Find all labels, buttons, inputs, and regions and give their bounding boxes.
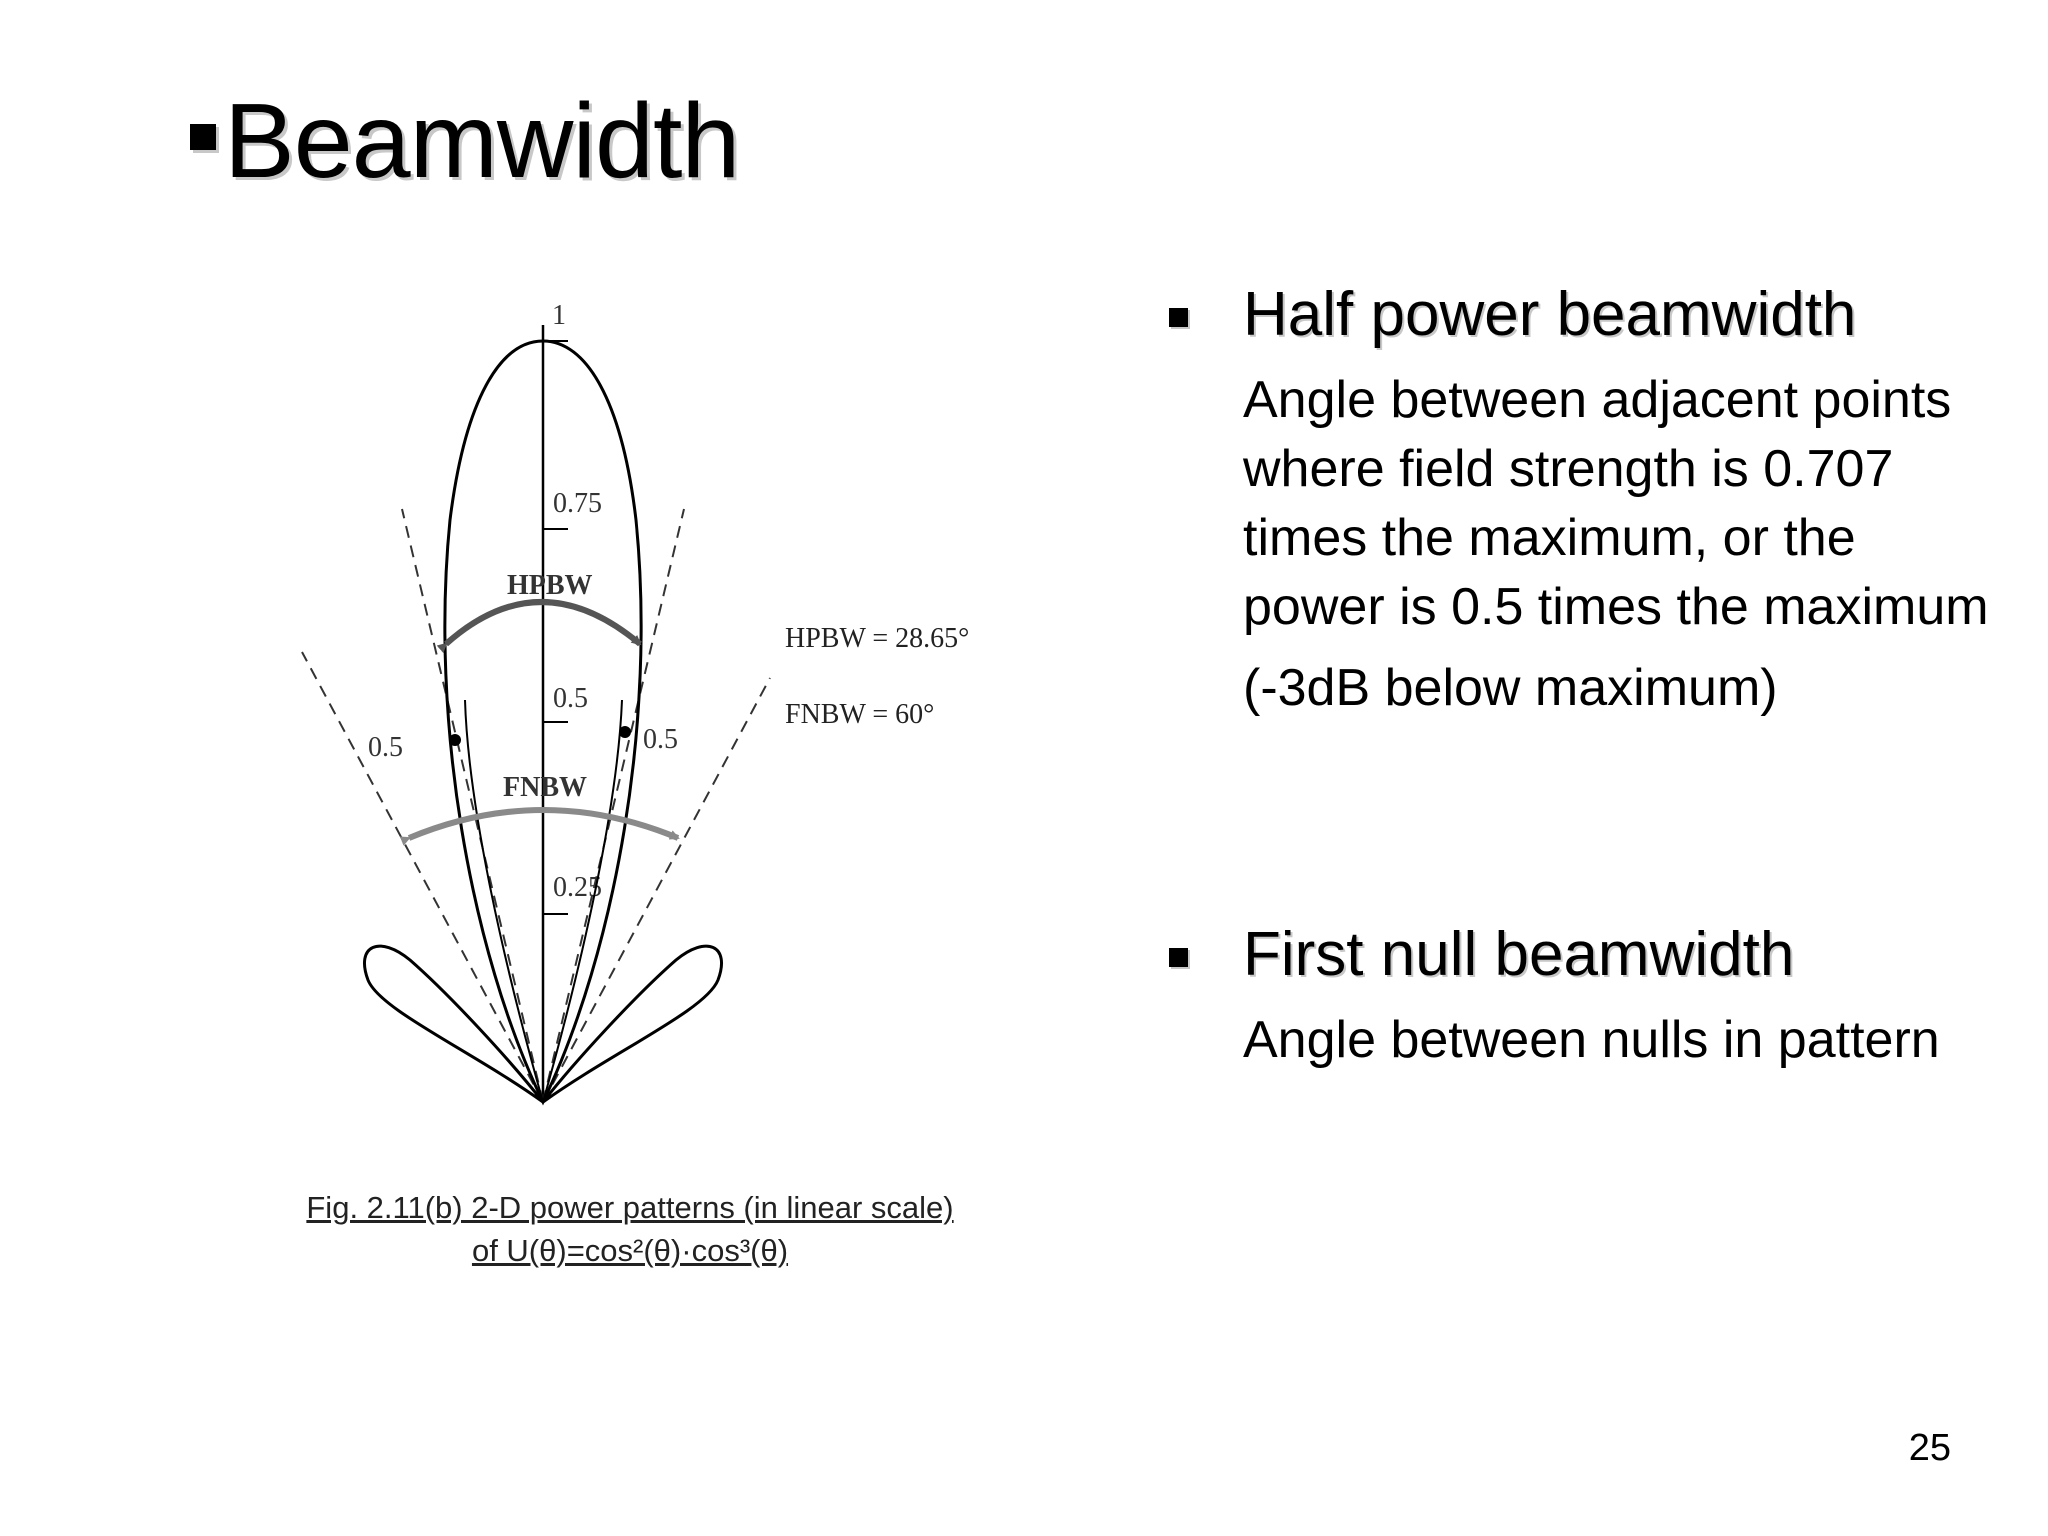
tick-label-1: 1 [552,300,566,331]
left-side-lobe [362,944,545,1104]
fnbw-dashed-line-left [301,651,544,1103]
caption-line-1: Fig. 2.11(b) 2-D power patterns (in line… [306,1190,954,1225]
hpbw-arrow [436,599,642,654]
hpbw-value: HPBW = 28.65° [785,623,969,654]
half-power-point-right [619,726,631,738]
tick-label-075: 0.75 [553,488,602,519]
hpbw-dashed-line-right [542,508,685,1103]
page-number: 25 [1908,1427,1951,1469]
hpbw-dashed-line-left [401,508,544,1103]
inner-lobe-contour [464,699,623,1103]
half-power-description: Angle between adjacent points where fiel… [1243,371,1989,636]
section-heading-first-null: First null beamwidth [1169,920,2000,989]
fnbw-value: FNBW = 60° [785,699,934,730]
main-lobe [443,339,643,1106]
half-power-note: (-3dB below maximum) [1243,659,1778,717]
bullet-square-icon [1169,948,1188,967]
half-power-label-left: 0.5 [368,732,403,763]
right-side-lobe [541,944,724,1104]
slide-title: Beamwidth [190,88,740,194]
fnbw-arrow [399,807,680,846]
figure-caption: Fig. 2.11(b) 2-D power patterns (in line… [230,1186,1030,1272]
bullet-square-icon [1169,308,1188,327]
slide-title-text: Beamwidth [224,82,740,200]
half-power-heading: Half power beamwidth [1243,280,1857,349]
fnbw-dashed-line-right [542,677,771,1103]
first-null-description: Angle between nulls in pattern [1243,1011,1940,1069]
section-heading-half-power: Half power beamwidth [1169,280,2000,349]
half-power-point-left [449,734,461,746]
fnbw-label: FNBW [503,772,587,803]
half-power-label-right: 0.5 [643,724,678,755]
section-half-power-beamwidth: Half power beamwidth Angle between adjac… [1169,280,2000,723]
tick-label-05: 0.5 [553,683,588,714]
first-null-heading: First null beamwidth [1243,920,1795,989]
caption-line-2: of U(θ)=cos²(θ)·cos³(θ) [471,1233,789,1268]
section-first-null-beamwidth: First null beamwidth Angle between nulls… [1169,920,2000,1075]
title-bullet-icon [190,124,216,150]
hpbw-label: HPBW [507,570,593,601]
